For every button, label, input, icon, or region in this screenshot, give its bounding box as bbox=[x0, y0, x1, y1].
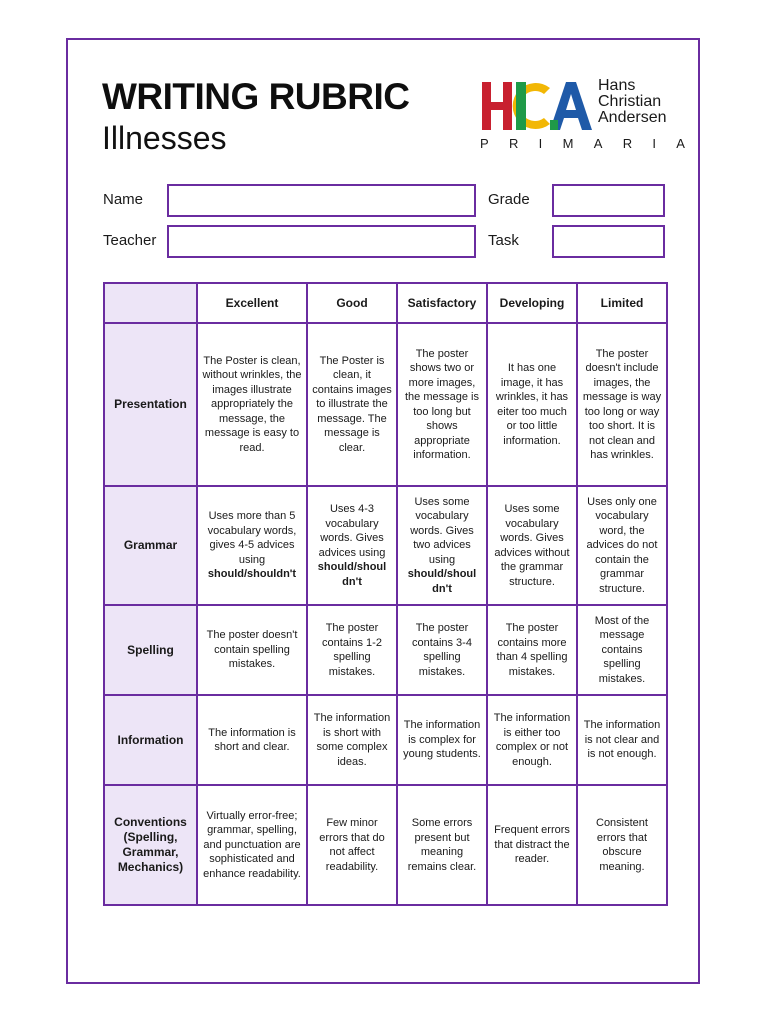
rubric-cell: The information is short and clear. bbox=[196, 694, 308, 786]
rubric-cell: The information is complex for young stu… bbox=[396, 694, 488, 786]
criterion-label: Information bbox=[103, 694, 198, 786]
grade-field[interactable] bbox=[552, 184, 665, 217]
rubric-cell: Virtually error-free; grammar, spelling,… bbox=[196, 784, 308, 906]
criterion-label: Spelling bbox=[103, 604, 198, 696]
rubric-cell: Uses some vocabulary words. Gives two ad… bbox=[396, 485, 488, 606]
page-title: WRITING RUBRIC bbox=[102, 76, 410, 117]
name-field[interactable] bbox=[167, 184, 476, 217]
rubric-cell: The poster shows two or more images, the… bbox=[396, 322, 488, 487]
rubric-cell: Consistent errors that obscure meaning. bbox=[576, 784, 668, 906]
name-label: Name bbox=[103, 191, 144, 208]
rubric-row-spelling: Spelling The poster doesn't contain spel… bbox=[103, 604, 668, 696]
rubric-cell: The poster contains more than 4 spelling… bbox=[486, 604, 578, 696]
rubric-row-grammar: Grammar Uses more than 5 vocabulary word… bbox=[103, 485, 668, 606]
column-header: Limited bbox=[576, 282, 668, 324]
rubric-cell: The Poster is clean, without wrinkles, t… bbox=[196, 322, 308, 487]
rubric-cell: Uses only one vocabulary word, the advic… bbox=[576, 485, 668, 606]
rubric-cell: It has one image, it has wrinkles, it ha… bbox=[486, 322, 578, 487]
rubric-cell: Few minor errors that do not affect read… bbox=[306, 784, 398, 906]
rubric-cell: Uses some vocabulary words. Gives advice… bbox=[486, 485, 578, 606]
rubric-header-row: Excellent Good Satisfactory Developing L… bbox=[103, 282, 668, 324]
column-header: Excellent bbox=[196, 282, 308, 324]
rubric-cell: The poster doesn't contain spelling mist… bbox=[196, 604, 308, 696]
rubric-cell: The poster doesn't include images, the m… bbox=[576, 322, 668, 487]
criterion-label: Grammar bbox=[103, 485, 198, 606]
rubric-cell: Uses more than 5 vocabulary words, gives… bbox=[196, 485, 308, 606]
rubric-row-information: Information The information is short and… bbox=[103, 694, 668, 786]
page-subtitle: Illnesses bbox=[102, 120, 227, 156]
criterion-label: Conventions (Spelling, Grammar, Mechanic… bbox=[103, 784, 198, 906]
rubric-cell: The information is not clear and is not … bbox=[576, 694, 668, 786]
rubric-cell: The Poster is clean, it contains images … bbox=[306, 322, 398, 487]
page-border bbox=[66, 38, 700, 984]
teacher-label: Teacher bbox=[103, 232, 157, 249]
header-corner bbox=[103, 282, 198, 324]
column-header: Satisfactory bbox=[396, 282, 488, 324]
rubric-cell: The poster contains 1-2 spelling mistake… bbox=[306, 604, 398, 696]
rubric-cell: The information is either too complex or… bbox=[486, 694, 578, 786]
rubric-cell: Some errors present but meaning remains … bbox=[396, 784, 488, 906]
column-header: Good bbox=[306, 282, 398, 324]
rubric-cell: Most of the message contains spelling mi… bbox=[576, 604, 668, 696]
hca-logo-icon bbox=[482, 82, 592, 130]
rubric-row-conventions: Conventions (Spelling, Grammar, Mechanic… bbox=[103, 784, 668, 906]
logo-wordmark: Hans Christian Andersen bbox=[598, 77, 667, 126]
logo-primaria: P R I M A R I A bbox=[480, 136, 685, 151]
rubric-cell: Uses 4-3 vocabulary words. Gives advices… bbox=[306, 485, 398, 606]
rubric-cell: Frequent errors that distract the reader… bbox=[486, 784, 578, 906]
rubric-cell: The poster contains 3-4 spelling mistake… bbox=[396, 604, 488, 696]
school-logo: Hans Christian Andersen P R I M A R I A bbox=[480, 78, 685, 153]
rubric-cell: The information is short with some compl… bbox=[306, 694, 398, 786]
task-field[interactable] bbox=[552, 225, 665, 258]
criterion-label: Presentation bbox=[103, 322, 198, 487]
task-label: Task bbox=[488, 232, 519, 249]
rubric-row-presentation: Presentation The Poster is clean, withou… bbox=[103, 322, 668, 487]
teacher-field[interactable] bbox=[167, 225, 476, 258]
grade-label: Grade bbox=[488, 191, 530, 208]
rubric-table: Excellent Good Satisfactory Developing L… bbox=[103, 282, 668, 906]
column-header: Developing bbox=[486, 282, 578, 324]
